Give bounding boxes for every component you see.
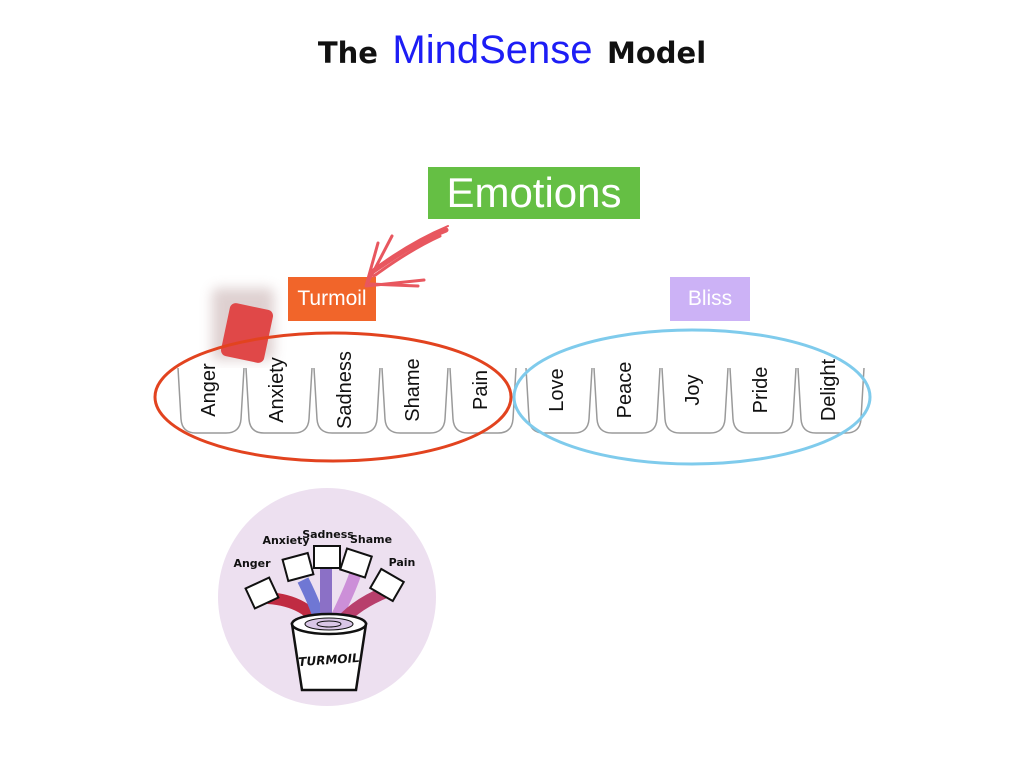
- pot-label-anxiety: Anxiety: [262, 534, 309, 547]
- emotion-cup: Peace: [593, 362, 661, 434]
- cup-row: Anger Anxiety Sadness Shame Pain Love Peace Joy…: [177, 351, 865, 434]
- turmoil-pot: TURMOIL: [290, 612, 368, 692]
- cup-label-anger: Anger: [198, 363, 220, 417]
- page-title: The MindSense Model: [0, 28, 1024, 73]
- emotion-cup: Shame: [381, 358, 449, 434]
- pot-label-shame: Shame: [350, 533, 392, 546]
- emotion-cup: Sadness: [313, 351, 381, 434]
- turmoil-ellipse: [153, 331, 513, 463]
- turmoil-illustration: TURMOIL Anger Anxiety Sadness Shame Pain: [218, 488, 436, 706]
- turmoil-box: Turmoil: [288, 277, 376, 321]
- cup-label-love: Love: [546, 368, 568, 411]
- pot-label-anger: Anger: [233, 557, 271, 570]
- cup-label-pride: Pride: [750, 367, 772, 414]
- cup-outline: [245, 367, 313, 434]
- cup-label-joy: Joy: [682, 374, 704, 405]
- cup-label-sadness: Sadness: [334, 351, 356, 429]
- bliss-ellipse: [512, 328, 872, 466]
- emotion-cup: Anger: [177, 363, 245, 434]
- bliss-box: Bliss: [670, 277, 750, 321]
- sketch-arrow: [364, 225, 449, 288]
- cup-outline: [593, 367, 661, 434]
- title-prefix: The: [317, 36, 378, 70]
- cup-outline: [797, 367, 865, 434]
- emotion-cup: Joy: [661, 367, 729, 434]
- cup-label-delight: Delight: [818, 358, 840, 421]
- title-suffix: Model: [606, 36, 707, 70]
- emotion-cup: Anxiety: [245, 357, 313, 434]
- cup-outline: [661, 367, 729, 434]
- emotions-box: Emotions: [428, 167, 640, 219]
- pot-label-sadness: Sadness: [302, 528, 354, 541]
- cup-label-peace: Peace: [614, 362, 636, 419]
- cup-label-pain: Pain: [470, 370, 492, 410]
- emotion-cup: Pain: [449, 367, 517, 434]
- red-marker: [212, 288, 274, 363]
- cup-outline: [313, 367, 381, 434]
- emotion-cup: Delight: [797, 358, 865, 434]
- cup-label-shame: Shame: [402, 358, 424, 421]
- cup-outline: [729, 367, 797, 434]
- cup-outline: [381, 367, 449, 434]
- title-brand: MindSense: [392, 28, 593, 72]
- emotion-cup: Pride: [729, 367, 797, 434]
- pot-name: TURMOIL: [298, 651, 360, 669]
- cup-outline: [177, 367, 245, 434]
- pot-label-pain: Pain: [389, 556, 416, 569]
- cup-label-anxiety: Anxiety: [266, 357, 288, 423]
- emotion-cup: Love: [525, 367, 593, 434]
